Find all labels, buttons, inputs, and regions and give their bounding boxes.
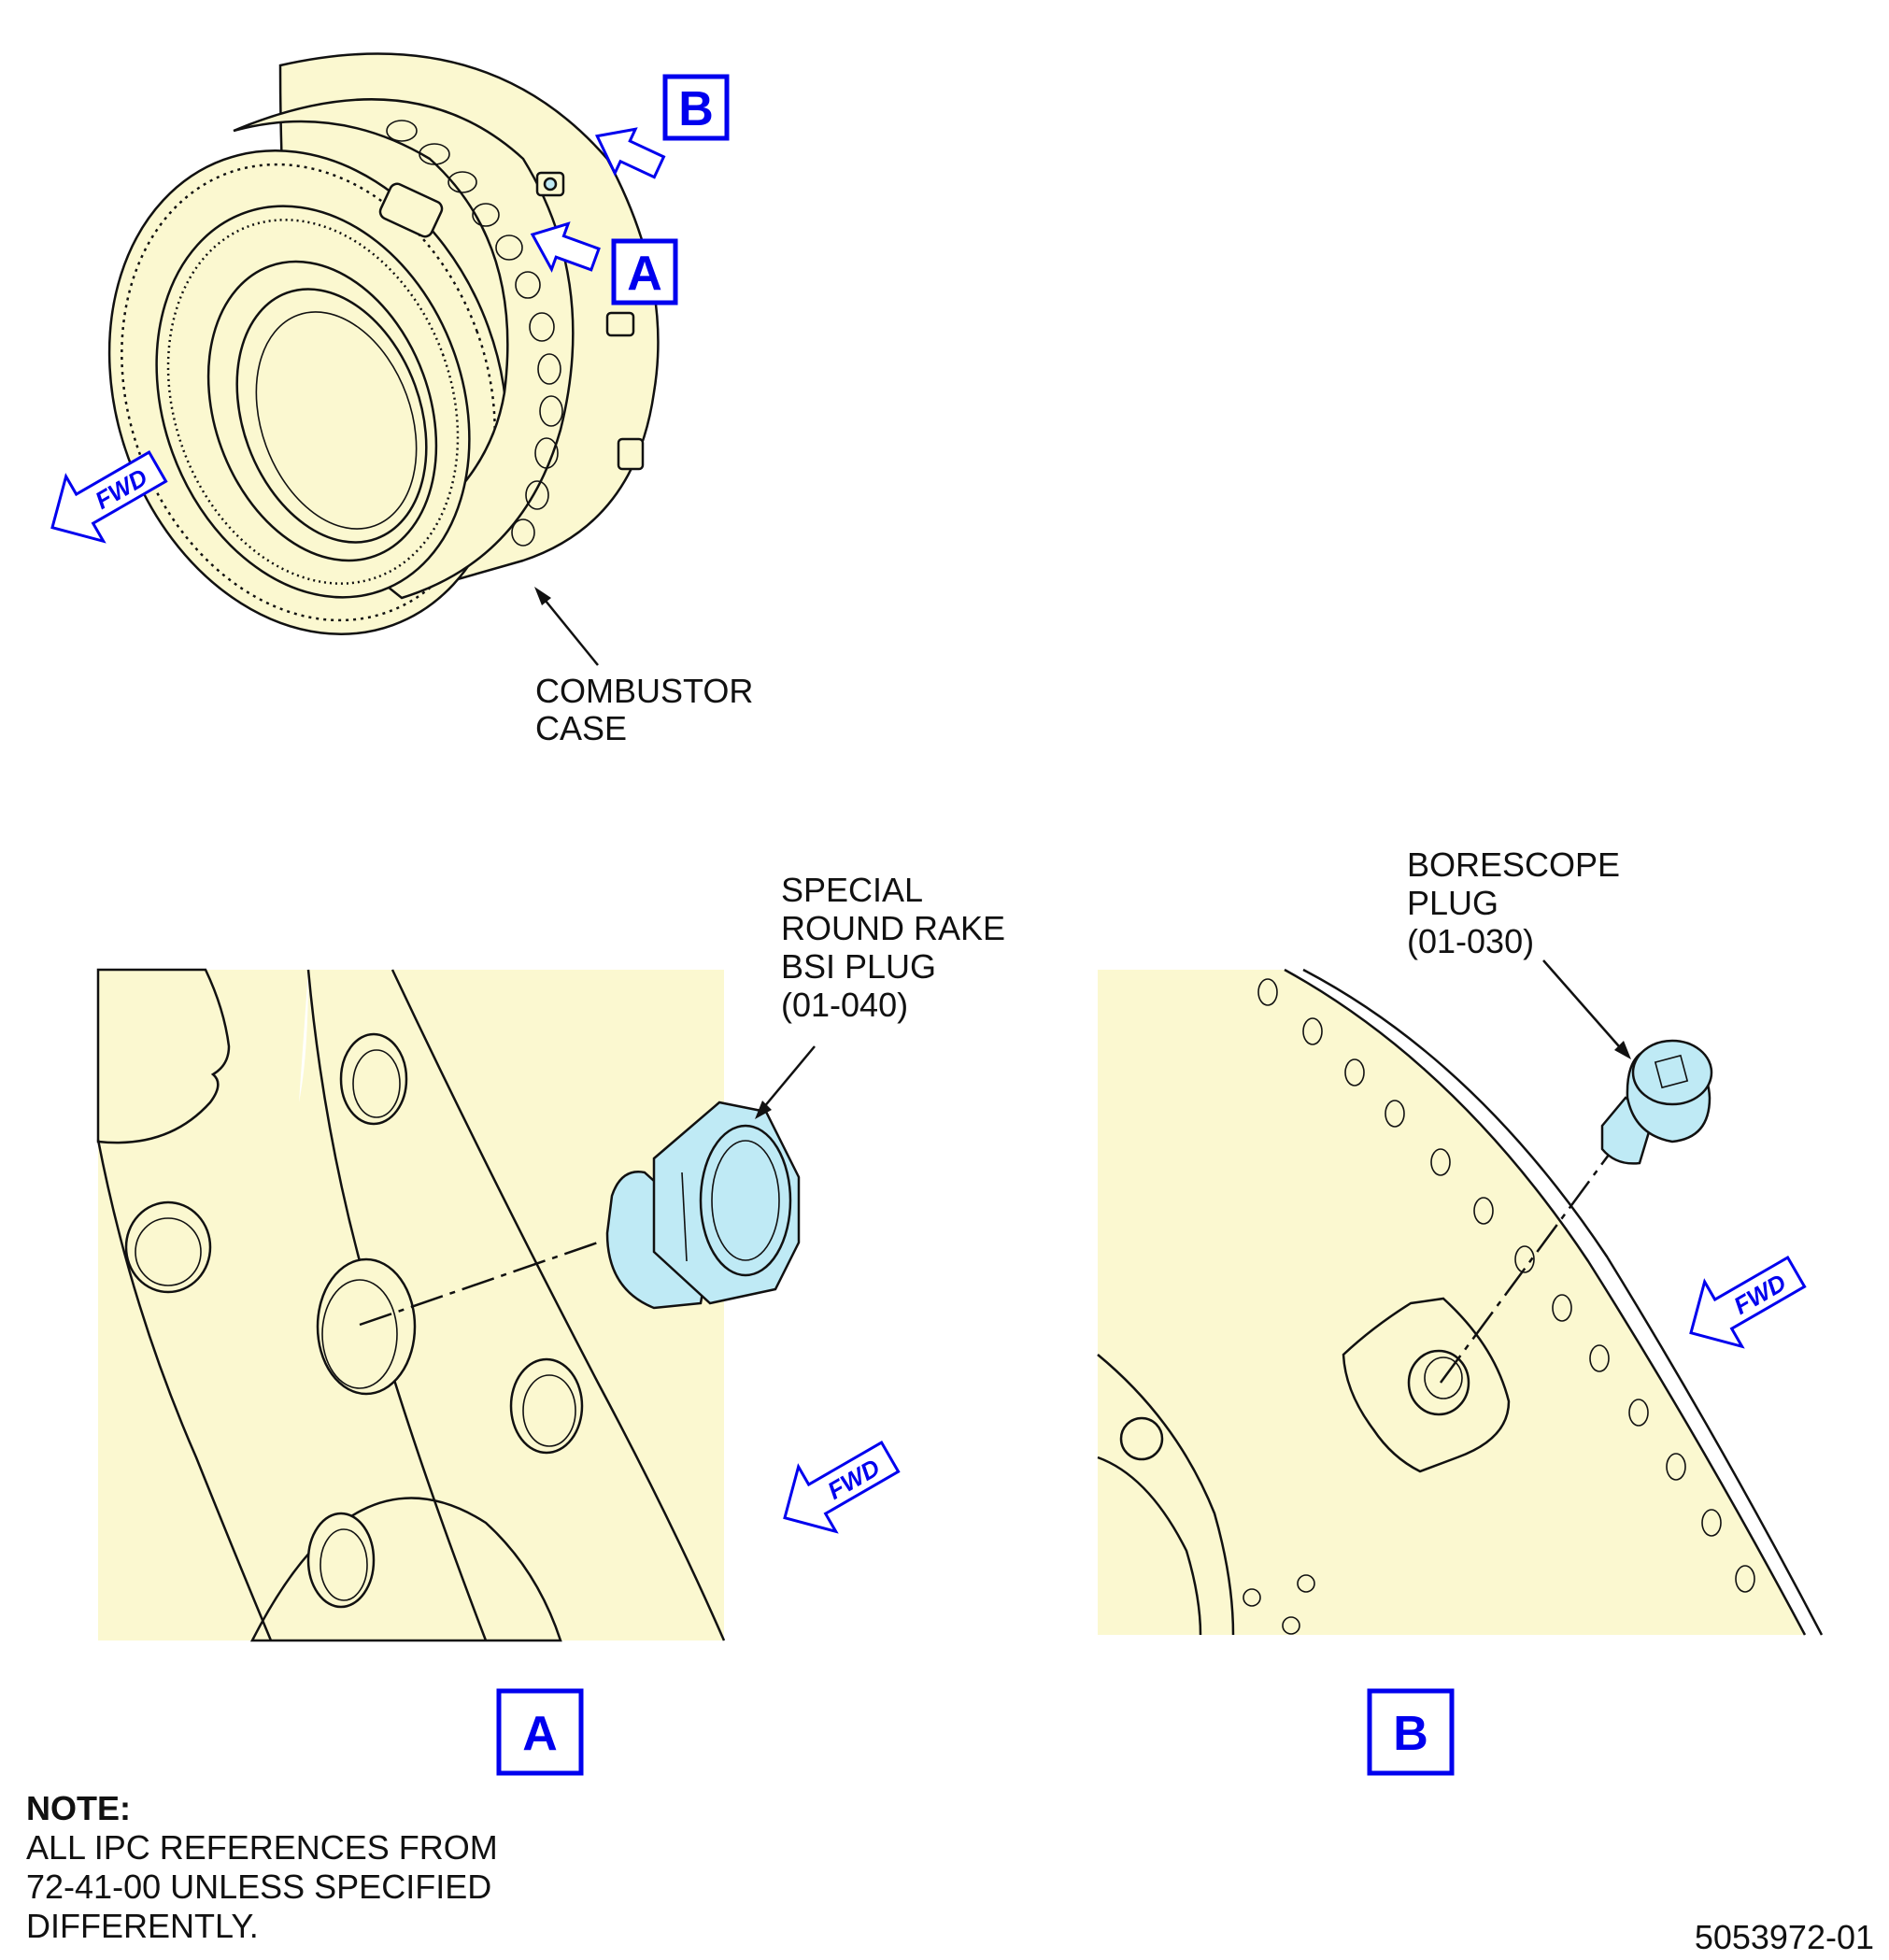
callout-a-pointer <box>530 221 601 273</box>
detail-b-label-line2: PLUG <box>1407 884 1498 922</box>
note-title: NOTE: <box>26 1789 131 1827</box>
detail-a-label-line3: BSI PLUG <box>781 947 936 986</box>
note-line3: DIFFERENTLY. <box>26 1907 259 1945</box>
detail-a-label-line4: (01-040) <box>781 986 908 1024</box>
detail-b-label-line3: (01-030) <box>1407 922 1534 960</box>
borescope-plug[interactable] <box>1600 1039 1713 1165</box>
detail-a-fwd-arrow: FWD <box>783 1441 901 1534</box>
detail-b-fwd-arrow: FWD <box>1689 1256 1807 1349</box>
combustor-case-label-line2: CASE <box>535 709 627 747</box>
callout-b-label: B <box>678 82 714 136</box>
note-line2: 72-41-00 UNLESS SPECIFIED <box>26 1868 491 1906</box>
combustor-case-drawing <box>107 52 660 635</box>
combustor-case-label-line1: COMBUSTOR <box>535 672 753 710</box>
view-b-label-box: B <box>1367 1688 1455 1776</box>
detail-a-label-line1: SPECIAL <box>781 871 923 909</box>
note-line1: ALL IPC REFERENCES FROM <box>26 1828 498 1867</box>
detail-a-label-line2: ROUND RAKE <box>781 909 1005 947</box>
callout-a-box[interactable]: A <box>611 238 678 305</box>
view-a-label-box: A <box>496 1688 584 1776</box>
callout-b-pointer <box>594 127 666 179</box>
overview-fwd-arrow: FWD <box>50 450 168 544</box>
combustor-case-leader <box>534 587 599 666</box>
callout-a-label: A <box>627 247 662 301</box>
figure-id: 5053972-01 <box>1695 1918 1874 1956</box>
detail-a-bore-hole <box>316 1257 417 1396</box>
callout-b-box[interactable]: B <box>662 74 730 141</box>
view-b-label: B <box>1393 1707 1428 1761</box>
detail-b-flange-holes <box>1257 978 1755 1593</box>
detail-b-label-line1: BORESCOPE <box>1407 845 1620 884</box>
special-round-rake-bsi-plug[interactable] <box>605 1101 801 1310</box>
view-a-label: A <box>522 1707 558 1761</box>
detail-b-panel <box>1097 959 1824 1636</box>
detail-a-bolt-heads <box>124 1032 584 1609</box>
detail-a-panel <box>96 968 816 1642</box>
